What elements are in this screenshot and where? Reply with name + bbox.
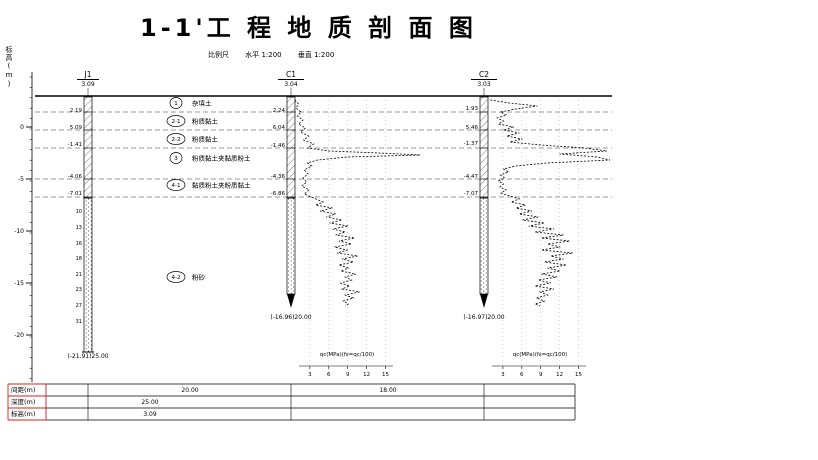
qc-axis-label-c2: qc(MPa)(fs=qc/100) [512,352,568,358]
svg-text:-4.06: -4.06 [68,174,83,180]
svg-text:25.00: 25.00 [141,399,158,406]
svg-text:2.24: 2.24 [273,108,286,114]
svg-text:3: 3 [174,156,178,162]
svg-text:9: 9 [539,372,543,378]
svg-text:4-1: 4-1 [172,183,181,189]
svg-text:21: 21 [76,272,82,278]
svg-text:15: 15 [382,372,389,378]
borehole-id: C1 [277,70,304,80]
svg-text:2-2: 2-2 [172,137,181,143]
svg-text:-4.47: -4.47 [464,174,479,180]
svg-text:2-1: 2-1 [172,119,181,125]
scale-prefix: 比例尺 [208,51,229,59]
svg-text:-7.01: -7.01 [68,191,82,197]
borehole-header-c1: C1 3.04 [263,62,319,89]
svg-text:4-2: 4-2 [172,275,181,281]
borehole-header-c2: C2 3.03 [456,62,512,89]
svg-text:0: 0 [20,124,24,131]
svg-text:23: 23 [76,287,82,293]
svg-text:粉质黏土: 粉质黏土 [192,135,219,144]
table-row-label-elevation: 标高(m) [11,410,36,418]
scale-note: 比例尺 水平 1:200 垂直 1:200 [208,50,348,60]
svg-text:杂填土: 杂填土 [192,99,212,108]
svg-text:10: 10 [76,209,82,215]
borehole-bottom-label-c2: (-16.97)20.00 [463,314,505,321]
borehole-bottom-label-j1: (-21.91)25.00 [67,353,109,360]
svg-text:-15: -15 [14,280,24,287]
svg-text:6: 6 [327,372,331,378]
svg-text:9: 9 [346,372,350,378]
svg-text:-6.86: -6.86 [271,191,286,197]
borehole-top-elevation: 3.03 [477,81,491,88]
borehole-top-elevation: 3.04 [284,81,298,88]
scale-vertical: 垂直 1:200 [297,51,335,59]
svg-text:3: 3 [308,372,312,378]
svg-text:-10: -10 [14,228,24,235]
svg-text:-7.07: -7.07 [464,191,479,197]
svg-text:-1.37: -1.37 [464,141,479,147]
table-row-label-spacing: 间距(m) [11,386,36,394]
svg-text:3: 3 [501,372,505,378]
borehole-bottom-label-c1: (-16.96)20.00 [270,314,312,321]
svg-text:1: 1 [174,101,178,107]
svg-text:粉质黏土: 粉质黏土 [192,117,219,126]
svg-text:18: 18 [76,256,82,262]
borehole-header-j1: J1 3.09 [60,62,116,89]
borehole-top-elevation: 3.09 [81,81,95,88]
svg-text:粉质黏土夹黏质粉土: 粉质黏土夹黏质粉土 [192,154,251,163]
page-title: 1-1'工 程 地 质 剖 面 图 [140,14,477,42]
svg-text:27: 27 [76,303,82,309]
svg-text:12: 12 [556,372,563,378]
svg-text:5.09: 5.09 [70,125,83,131]
svg-text:16: 16 [76,241,82,247]
borehole-id: J1 [76,70,100,80]
svg-text:-1.41: -1.41 [68,142,82,148]
svg-text:-20: -20 [14,332,24,339]
elevation-axis-label: 标高(m) [5,46,13,89]
svg-text:粉砂: 粉砂 [192,273,206,282]
svg-text:黏质粉土夹粉质黏土: 黏质粉土夹粉质黏土 [192,181,251,190]
svg-text:20.00: 20.00 [181,387,198,394]
table-row-label-depth: 深度(m) [11,398,36,406]
svg-text:-1.46: -1.46 [271,143,286,149]
svg-text:15: 15 [575,372,582,378]
svg-text:3.09: 3.09 [143,411,157,418]
qc-axis-label-c1: qc(MPa)(fs=qc/100) [319,352,375,358]
svg-text:2.19: 2.19 [70,108,83,114]
svg-text:6: 6 [520,372,524,378]
svg-text:12: 12 [363,372,370,378]
svg-text:31: 31 [76,319,82,325]
scale-horizontal: 水平 1:200 [245,51,282,59]
svg-text:5.46: 5.46 [466,125,479,131]
borehole-id: C2 [470,70,497,80]
svg-text:6.04: 6.04 [273,125,286,131]
svg-text:-4.36: -4.36 [271,174,286,180]
svg-text:1.93: 1.93 [466,106,479,112]
svg-text:18.00: 18.00 [379,387,396,394]
svg-text:13: 13 [76,225,82,231]
svg-text:-5: -5 [18,176,24,183]
